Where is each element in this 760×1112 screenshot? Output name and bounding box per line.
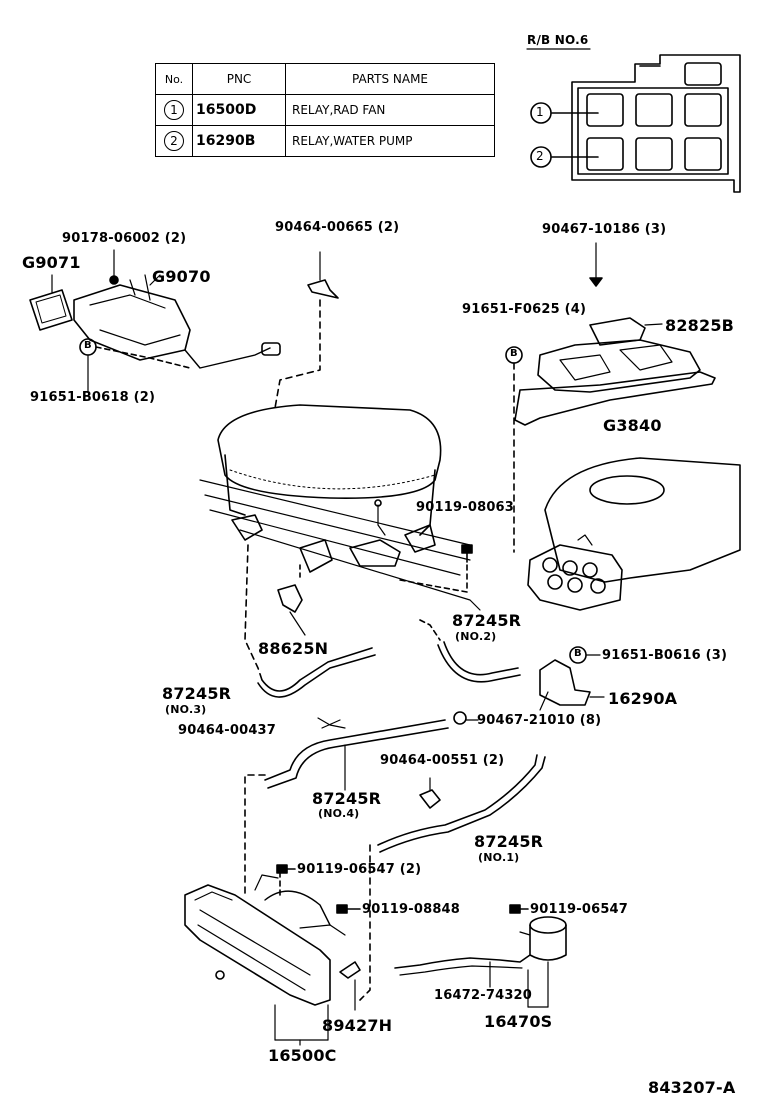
label-90467-21010: 90467-21010 (8) bbox=[477, 713, 602, 728]
dashed-guides bbox=[244, 774, 371, 1001]
row-parts-name: RELAY,RAD FAN bbox=[285, 94, 495, 126]
relay-block-title: R/B NO.6 bbox=[527, 33, 589, 47]
label-90467-10186: 90467-10186 (3) bbox=[542, 222, 667, 237]
clip-88625n bbox=[244, 544, 306, 681]
col-header-no: No. bbox=[155, 63, 193, 95]
relay-16290a bbox=[539, 646, 605, 711]
bolts bbox=[276, 864, 529, 914]
row-parts-name: RELAY,WATER PUMP bbox=[285, 125, 495, 157]
label-88625n: 88625N bbox=[258, 639, 329, 658]
label-no1: (NO.1) bbox=[478, 851, 520, 864]
radiator-tank bbox=[199, 404, 481, 611]
label-90178-06002: 90178-06002 (2) bbox=[62, 231, 187, 246]
label-g3840: G3840 bbox=[603, 416, 662, 435]
hose-87245r-no1 bbox=[377, 754, 546, 853]
callout-2: 2 bbox=[536, 149, 544, 163]
label-16290a: 16290A bbox=[608, 689, 678, 708]
label-90464-00437: 90464-00437 bbox=[178, 723, 277, 738]
label-90119-06547-2: 90119-06547 (2) bbox=[297, 862, 422, 877]
relay-16470s bbox=[394, 916, 567, 1008]
b-marker-right: B bbox=[510, 348, 518, 359]
fan-module-g9070 bbox=[29, 249, 281, 393]
hose-87245r-no4 bbox=[264, 717, 449, 791]
label-16470s: 16470S bbox=[484, 1012, 553, 1031]
relay-bracket-g3840 bbox=[505, 242, 716, 553]
table-row: 1 16500D RELAY,RAD FAN bbox=[155, 94, 495, 126]
table-row: 2 16290B RELAY,WATER PUMP bbox=[155, 125, 495, 157]
bracket-89427h bbox=[339, 961, 361, 1011]
row-number: 2 bbox=[164, 131, 184, 151]
row-pnc: 16290B bbox=[192, 125, 286, 157]
parts-table: No. PNC PARTS NAME 1 16500D RELAY,RAD FA… bbox=[155, 63, 495, 157]
b-marker-16290a: B bbox=[574, 648, 582, 659]
row-pnc: 16500D bbox=[192, 94, 286, 126]
label-90464-00551: 90464-00551 (2) bbox=[380, 753, 505, 768]
label-no2: (NO.2) bbox=[455, 630, 497, 643]
relay-block-illustration bbox=[526, 48, 741, 193]
clip-90464-00665 bbox=[274, 251, 339, 409]
label-87245r-no1: 87245R bbox=[474, 832, 544, 851]
radiator-16500c bbox=[184, 871, 346, 1006]
bolt-90119-08063 bbox=[399, 544, 473, 593]
b-marker-left: B bbox=[84, 340, 92, 351]
label-90464-00665: 90464-00665 (2) bbox=[275, 220, 400, 235]
row-number: 1 bbox=[164, 100, 184, 120]
diagram-code: 843207-A bbox=[648, 1078, 736, 1097]
label-no3: (NO.3) bbox=[165, 703, 207, 716]
label-91651-b0616: 91651-B0616 (3) bbox=[602, 648, 728, 663]
label-16472-74320: 16472-74320 bbox=[434, 988, 533, 1003]
col-header-parts-name: PARTS NAME bbox=[285, 63, 495, 95]
label-91651-b0618: 91651-B0618 (2) bbox=[30, 390, 156, 405]
label-g9070: G9070 bbox=[152, 267, 211, 286]
clip-90467-21010 bbox=[453, 711, 479, 725]
label-90119-08063: 90119-08063 bbox=[416, 500, 515, 515]
label-87245r-no2: 87245R bbox=[452, 611, 522, 630]
label-91651-f0625: 91651-F0625 (4) bbox=[462, 302, 587, 317]
callout-1: 1 bbox=[536, 105, 544, 119]
label-g9071: G9071 bbox=[22, 253, 81, 272]
hose-87245r-no2 bbox=[419, 619, 521, 683]
label-87245r-no3: 87245R bbox=[162, 684, 232, 703]
label-90119-06547: 90119-06547 bbox=[530, 902, 629, 917]
label-16500c: 16500C bbox=[268, 1046, 337, 1065]
engine-body bbox=[527, 457, 741, 611]
hose-87245r-no3 bbox=[257, 647, 376, 698]
label-90119-08848: 90119-08848 bbox=[362, 902, 461, 917]
leader-lines bbox=[274, 1004, 329, 1046]
col-header-pnc: PNC bbox=[192, 63, 286, 95]
label-87245r-no4: 87245R bbox=[312, 789, 382, 808]
label-no4: (NO.4) bbox=[318, 807, 360, 820]
label-82825b: 82825B bbox=[665, 316, 735, 335]
label-89427h: 89427H bbox=[322, 1016, 393, 1035]
